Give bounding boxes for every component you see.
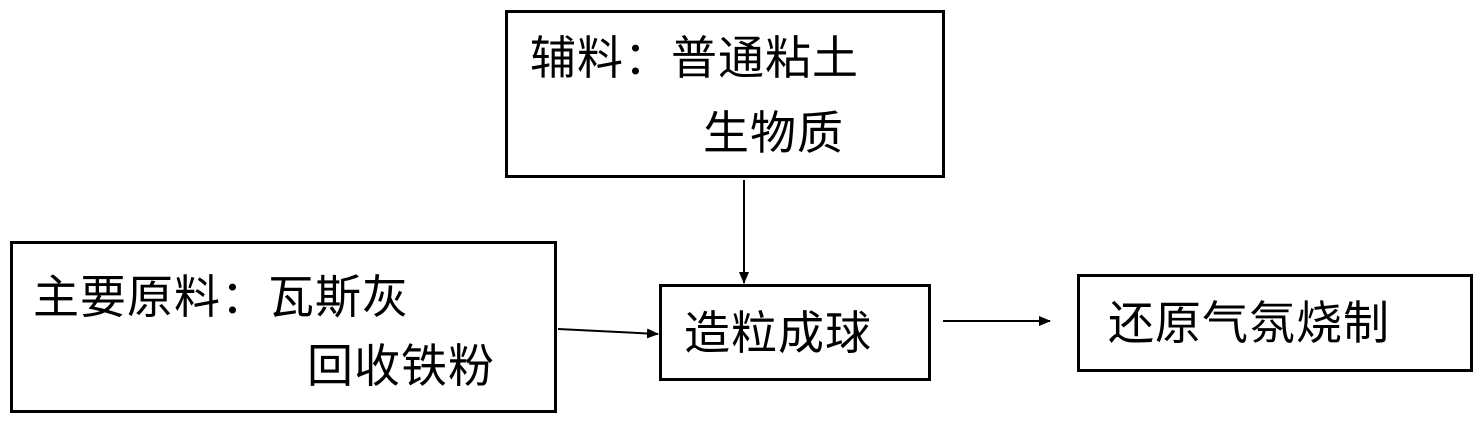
pelletizing-box: 造粒成球: [659, 284, 931, 381]
pelletizing-label: 造粒成球: [684, 306, 872, 360]
auxiliary-materials-box: 辅料：普通粘土 生物质: [505, 10, 945, 178]
reduction-firing-label: 还原气氛烧制: [1108, 296, 1390, 350]
reduction-firing-box: 还原气氛烧制: [1077, 274, 1473, 372]
auxiliary-materials-line1: 辅料：普通粘土: [530, 31, 859, 85]
auxiliary-materials-line2: 生物质: [703, 106, 844, 160]
main-materials-box: 主要原料：瓦斯灰 回收铁粉: [10, 241, 557, 413]
arrow-main-to-pelletizing: [557, 328, 659, 339]
main-materials-line1: 主要原料：瓦斯灰: [33, 270, 409, 324]
main-materials-line2: 回收铁粉: [307, 339, 495, 393]
